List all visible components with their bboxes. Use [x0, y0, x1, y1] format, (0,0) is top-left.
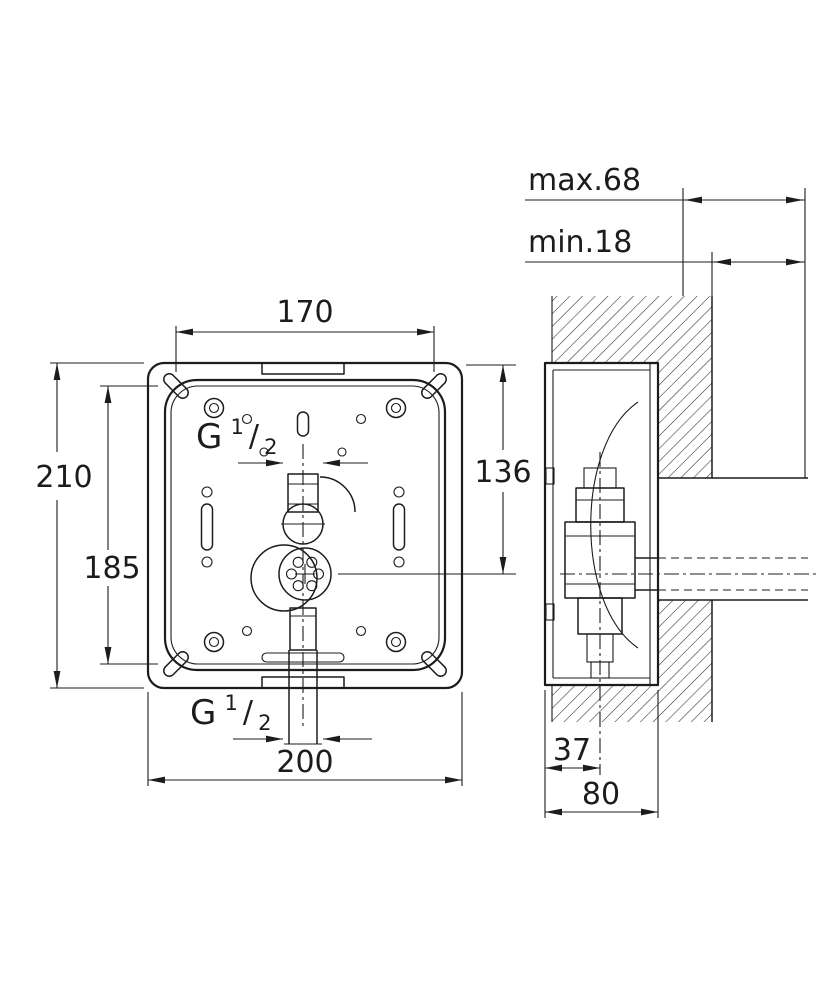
dim-37-label: 37: [553, 733, 591, 768]
dimension-136: 136: [338, 364, 532, 575]
dim-80-label: 80: [582, 777, 620, 812]
dimension-80: 80: [545, 690, 659, 818]
thread-callout-top: G 1 / 2: [196, 415, 368, 467]
thread-size-bottom-label: G 1 / 2: [190, 691, 272, 735]
wall-section: [551, 296, 713, 722]
front-valve-assembly: [250, 444, 356, 745]
dimension-170: 170: [175, 295, 435, 372]
front-view: 170 210 185 136 200: [35, 295, 532, 786]
dim-200-label: 200: [276, 745, 333, 780]
dimension-210: 210: [35, 362, 144, 689]
dim-185-label: 185: [83, 551, 140, 586]
front-mounting-holes: [163, 373, 447, 677]
pipe-lines: [658, 477, 808, 601]
dimension-200: 200: [147, 692, 463, 786]
dim-min18-label: min.18: [528, 225, 632, 260]
front-box-outline: [146, 361, 464, 690]
dim-136-label: 136: [474, 455, 531, 490]
dimension-min18: min.18: [525, 225, 805, 296]
thread-size-top-label: G 1 / 2: [196, 415, 278, 459]
side-view: max.68 min.18 37 80: [525, 163, 818, 818]
dim-max68-label: max.68: [528, 163, 641, 198]
dim-210-label: 210: [35, 460, 92, 495]
thread-callout-bottom: G 1 / 2: [190, 691, 372, 743]
dimension-37: 37: [544, 690, 600, 818]
dimension-185: 185: [83, 385, 158, 665]
side-box: [543, 361, 818, 775]
dimension-max68: max.68: [525, 163, 806, 478]
dim-170-label: 170: [276, 295, 333, 330]
